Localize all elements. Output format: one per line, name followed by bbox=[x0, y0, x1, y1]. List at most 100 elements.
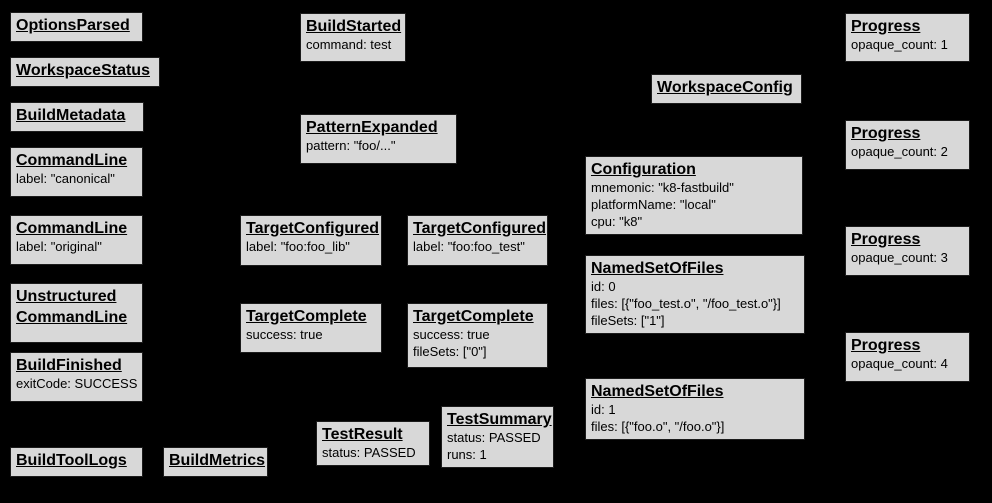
node-fields: success: true bbox=[246, 327, 376, 344]
node-title: Progress bbox=[851, 231, 921, 248]
node-fields: pattern: "foo/..." bbox=[306, 138, 451, 155]
node-fields: label: "canonical" bbox=[16, 171, 137, 188]
node-target-configured-foo-test: TargetConfigured label: "foo:foo_test" bbox=[407, 215, 548, 266]
node-field: label: "foo:foo_lib" bbox=[246, 239, 350, 255]
node-fields: command: test bbox=[306, 37, 400, 54]
node-build-metadata: BuildMetadata bbox=[10, 102, 144, 132]
node-pattern-expanded: PatternExpanded pattern: "foo/..." bbox=[300, 114, 457, 164]
node-field: command: test bbox=[306, 37, 392, 53]
node-command-line-canonical: CommandLine label: "canonical" bbox=[10, 147, 143, 197]
node-titles: TargetConfigured bbox=[413, 218, 547, 239]
node-field: files: [{"foo.o", "/foo.o"}] bbox=[591, 419, 725, 434]
node-fields: status: PASSED bbox=[322, 445, 424, 462]
node-progress-2: Progress opaque_count: 2 bbox=[845, 120, 970, 170]
node-fields: label: "original" bbox=[16, 239, 137, 256]
node-titles: BuildFinished bbox=[16, 355, 137, 376]
node-title: WorkspaceConfig bbox=[657, 79, 793, 96]
node-titles: TestSummary bbox=[447, 409, 552, 430]
node-field: files: [{"foo_test.o", "/foo_test.o"}] bbox=[591, 296, 781, 311]
node-field: cpu: "k8" bbox=[591, 213, 643, 229]
node-build-metrics: BuildMetrics bbox=[163, 447, 268, 477]
node-titles: OptionsParsed bbox=[16, 15, 137, 36]
node-fields: label: "foo:foo_test" bbox=[413, 239, 542, 256]
node-title: TargetComplete bbox=[246, 308, 367, 325]
node-fields: opaque_count: 1 bbox=[851, 37, 964, 54]
node-titles: TargetComplete bbox=[413, 306, 542, 327]
node-field: fileSets: ["1"] bbox=[591, 312, 665, 328]
node-titles: PatternExpanded bbox=[306, 117, 451, 138]
node-fields: opaque_count: 4 bbox=[851, 356, 964, 373]
node-title: Progress bbox=[851, 18, 921, 35]
node-fields: opaque_count: 2 bbox=[851, 144, 964, 161]
node-title: TestResult bbox=[322, 426, 403, 443]
node-fields: exitCode: SUCCESS bbox=[16, 376, 137, 393]
node-title: TargetConfigured bbox=[413, 220, 547, 237]
node-field: mnemonic: "k8-fastbuild" bbox=[591, 180, 734, 196]
node-fields: label: "foo:foo_lib" bbox=[246, 239, 376, 256]
node-title: TestSummary bbox=[447, 411, 552, 428]
node-field: label: "canonical" bbox=[16, 171, 115, 187]
node-titles: BuildMetrics bbox=[169, 450, 265, 471]
node-build-tool-logs: BuildToolLogs bbox=[10, 447, 143, 477]
node-titles: CommandLine bbox=[16, 218, 137, 239]
node-title: Configuration bbox=[591, 161, 696, 178]
node-titles: Progress bbox=[851, 335, 964, 356]
node-title: NamedSetOfFiles bbox=[591, 383, 724, 400]
node-titles: Configuration bbox=[591, 159, 797, 180]
node-field: opaque_count: 1 bbox=[851, 37, 948, 53]
node-titles: WorkspaceStatus bbox=[16, 60, 154, 81]
node-progress-4: Progress opaque_count: 4 bbox=[845, 332, 970, 382]
node-field: id: 1 bbox=[591, 402, 616, 418]
node-field: pattern: "foo/..." bbox=[306, 138, 396, 154]
node-fields: mnemonic: "k8-fastbuild"platformName: "l… bbox=[591, 180, 797, 231]
node-title: BuildFinished bbox=[16, 357, 122, 374]
node-field: status: PASSED bbox=[447, 430, 541, 446]
node-title: CommandLine bbox=[16, 220, 128, 237]
node-field: label: "original" bbox=[16, 239, 102, 255]
node-title: BuildToolLogs bbox=[16, 452, 127, 469]
node-field: platformName: "local" bbox=[591, 197, 716, 212]
node-build-finished: BuildFinished exitCode: SUCCESS bbox=[10, 352, 143, 402]
node-build-started: BuildStarted command: test bbox=[300, 13, 406, 62]
node-titles: BuildToolLogs bbox=[16, 450, 137, 471]
node-titles: BuildMetadata bbox=[16, 105, 138, 126]
node-titles: CommandLine bbox=[16, 150, 137, 171]
node-progress-3: Progress opaque_count: 3 bbox=[845, 226, 970, 276]
node-target-configured-foo-lib: TargetConfigured label: "foo:foo_lib" bbox=[240, 215, 382, 266]
node-workspace-status: WorkspaceStatus bbox=[10, 57, 160, 87]
node-field: opaque_count: 2 bbox=[851, 144, 948, 160]
node-titles: Progress bbox=[851, 123, 964, 144]
node-configuration: Configuration mnemonic: "k8-fastbuild"pl… bbox=[585, 156, 803, 235]
node-title: CommandLine bbox=[16, 152, 128, 169]
node-field: status: PASSED bbox=[322, 445, 416, 461]
node-workspace-config: WorkspaceConfig bbox=[651, 74, 802, 104]
node-options-parsed: OptionsParsed bbox=[10, 12, 143, 42]
node-title: PatternExpanded bbox=[306, 119, 438, 136]
node-title: BuildStarted bbox=[306, 18, 402, 35]
node-title: CommandLine bbox=[16, 309, 128, 327]
node-target-complete-foo-lib: TargetComplete success: true bbox=[240, 303, 382, 353]
node-titles: Progress bbox=[851, 229, 964, 250]
node-titles: WorkspaceConfig bbox=[657, 77, 796, 98]
node-title: NamedSetOfFiles bbox=[591, 260, 724, 277]
node-field: runs: 1 bbox=[447, 447, 487, 462]
node-titles: TargetConfigured bbox=[246, 218, 379, 239]
node-field: opaque_count: 4 bbox=[851, 356, 948, 372]
node-title: TargetComplete bbox=[413, 308, 534, 325]
node-title: OptionsParsed bbox=[16, 17, 130, 34]
node-titles: BuildStarted bbox=[306, 16, 402, 37]
node-field: label: "foo:foo_test" bbox=[413, 239, 525, 255]
node-titles: Progress bbox=[851, 16, 964, 37]
node-title: Progress bbox=[851, 337, 921, 354]
node-field: success: true bbox=[246, 327, 323, 343]
node-titles: NamedSetOfFiles bbox=[591, 381, 799, 402]
